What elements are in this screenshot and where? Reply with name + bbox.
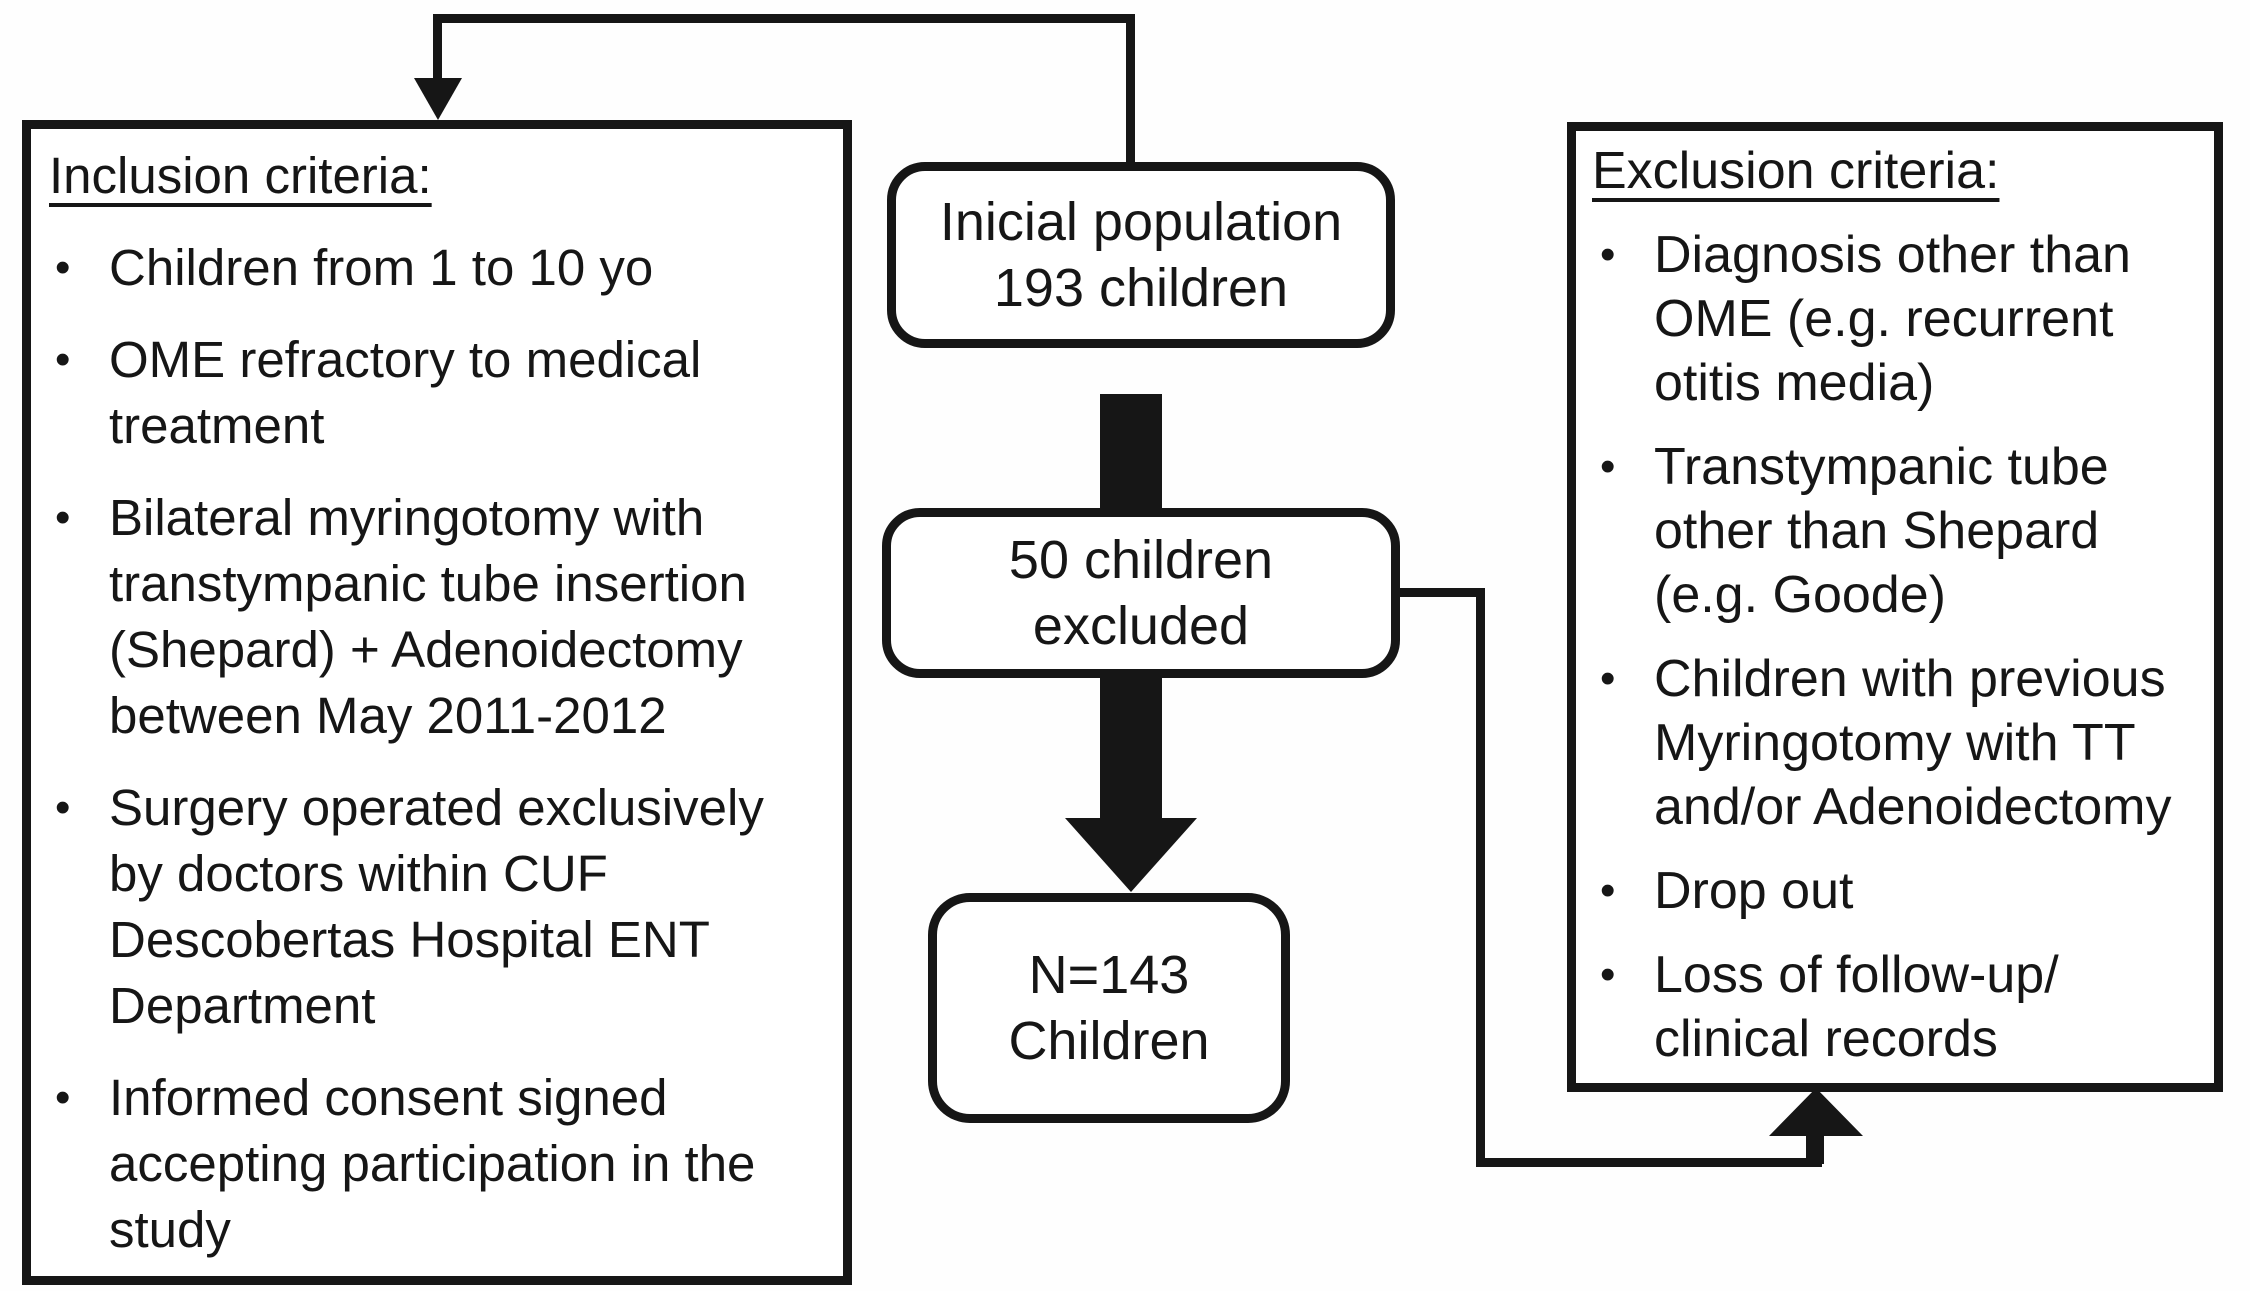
flow-arrow-2: [1100, 676, 1162, 820]
exclusion-bullet-text: Transtympanic tube other than Shepard (e…: [1654, 438, 2109, 624]
bullet-icon: •: [55, 493, 71, 542]
bullet-icon: •: [1600, 866, 1616, 915]
connector-top-left-vertical-line: [433, 14, 442, 82]
exclusion-heading: Exclusion criteria:: [1592, 142, 2000, 200]
inclusion-bullet-text: Informed consent signed accepting partic…: [109, 1069, 756, 1258]
inclusion-bullet-text: OME refractory to medical treatment: [109, 331, 702, 454]
bullet-icon: •: [1600, 442, 1616, 491]
bullet-icon: •: [1600, 950, 1616, 999]
exclusion-bullet-3: • Children with previous Myringotomy wit…: [1576, 647, 2214, 839]
bullet-icon: •: [1600, 230, 1616, 279]
final-count-box: N=143 Children: [928, 893, 1290, 1123]
initial-population-box: Inicial population 193 children: [887, 162, 1395, 348]
connector-top-right-vertical-line: [1126, 14, 1135, 162]
inclusion-bullet-4: • Surgery operated exclusively by doctor…: [31, 775, 843, 1039]
exclusion-bullet-1: • Diagnosis other than OME (e.g. recurre…: [1576, 223, 2214, 415]
inclusion-bullet-5: • Informed consent signed accepting part…: [31, 1065, 843, 1263]
exclusion-bullet-4: • Drop out: [1576, 859, 2214, 923]
connector-excluded-bottom-line: [1476, 1158, 1822, 1167]
inclusion-bullet-text: Bilateral myringotomy with transtympanic…: [109, 489, 747, 744]
exclusion-bullet-text: Diagnosis other than OME (e.g. recurrent…: [1654, 226, 2131, 412]
bullet-icon: •: [1600, 654, 1616, 703]
connector-excluded-vertical-line: [1476, 588, 1485, 1167]
arrowhead-down-large-icon: [1065, 818, 1197, 892]
inclusion-bullet-1: • Children from 1 to 10 yo: [31, 235, 843, 301]
arrowhead-up-icon: [1769, 1088, 1863, 1136]
inclusion-heading: Inclusion criteria:: [49, 147, 432, 204]
inclusion-bullet-text: Children from 1 to 10 yo: [109, 239, 654, 296]
bullet-icon: •: [55, 243, 71, 292]
bullet-icon: •: [55, 1073, 71, 1122]
exclusion-bullet-2: • Transtympanic tube other than Shepard …: [1576, 435, 2214, 627]
connector-top-horizontal-line: [433, 14, 1135, 23]
exclusion-bullet-text: Drop out: [1654, 862, 1854, 920]
bullet-icon: •: [55, 335, 71, 384]
exclusion-bullet-5: • Loss of follow-up/ clinical records: [1576, 943, 2214, 1071]
arrowhead-down-icon: [414, 78, 462, 120]
flow-arrow-1: [1100, 394, 1162, 510]
inclusion-criteria-panel: Inclusion criteria: • Children from 1 to…: [22, 120, 852, 1285]
connector-excluded-horizontal-line: [1395, 588, 1485, 597]
inclusion-bullet-2: • OME refractory to medical treatment: [31, 327, 843, 459]
exclusion-bullet-text: Loss of follow-up/ clinical records: [1654, 946, 2059, 1068]
connector-excluded-arrow-stem: [1806, 1130, 1824, 1164]
excluded-children-box: 50 children excluded: [882, 508, 1400, 678]
bullet-icon: •: [55, 783, 71, 832]
exclusion-criteria-panel: Exclusion criteria: • Diagnosis other th…: [1567, 122, 2223, 1092]
inclusion-bullet-text: Surgery operated exclusively by doctors …: [109, 779, 764, 1034]
exclusion-bullet-text: Children with previous Myringotomy with …: [1654, 650, 2172, 836]
inclusion-bullet-3: • Bilateral myringotomy with transtympan…: [31, 485, 843, 749]
